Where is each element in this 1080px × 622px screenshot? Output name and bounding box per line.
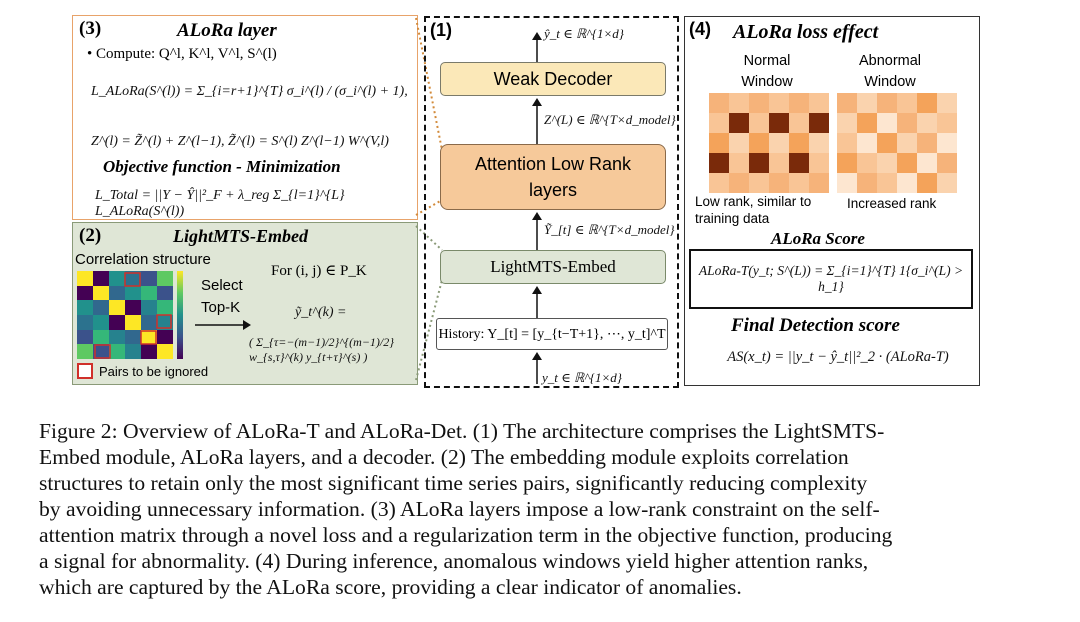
select-label: Select: [201, 277, 243, 294]
weak-decoder-box: Weak Decoder: [440, 62, 666, 96]
attention-low-rank-box: Attention Low Rank layers: [440, 144, 666, 210]
ytilde-label: Ỹ_[t] ∈ ℝ^{T×d_model}: [544, 222, 675, 237]
ignored-legend-label: Pairs to be ignored: [99, 364, 209, 379]
final-score-title: Final Detection score: [731, 315, 900, 336]
embed-eq-lhs: ỹ_t^(k) =: [295, 305, 347, 320]
residual-equation: Z^(l) = Z̃^(l) + Z^(l−1), Z̃^(l) = S^(l)…: [91, 134, 389, 149]
panel-alora-layer: (3) ALoRa layer • Compute: Q^l, K^l, V^l…: [72, 15, 418, 220]
panel3-title: ALoRa layer: [177, 20, 277, 41]
caption-line: which are captured by the ALoRa score, p…: [39, 575, 742, 599]
panel2-number: (2): [79, 225, 102, 246]
ignored-legend-swatch: [77, 363, 93, 379]
total-loss-equation: L_Total = ||Y − Ŷ||²_F + λ_reg Σ_{l=1}^{…: [95, 188, 345, 219]
select-arrow: [195, 320, 251, 330]
panel1-number: (1): [430, 20, 452, 40]
correlation-label: Correlation structure: [75, 251, 211, 268]
input-label: y_t ∈ ℝ^{1×d}: [542, 370, 622, 385]
caption-line: a signal for abnormality. (4) During inf…: [39, 549, 869, 573]
abnormal-window-label: Abnormal Window: [858, 53, 922, 90]
ignored-pair-markers: [94, 272, 172, 359]
embed-eq-rhs: ( Σ_{τ=−(m−1)/2}^{(m−1)/2} w_{s,τ}^(k) y…: [249, 335, 395, 364]
alora-loss-equation: L_ALoRa(S^(l)) = Σ_{i=r+1}^{T} σ_i^(l) /…: [91, 84, 408, 99]
normal-attention-heatmap: [709, 93, 829, 193]
output-label: ŷ_t ∈ ℝ^{1×d}: [544, 26, 624, 41]
figure-caption: Figure 2: Overview of ALoRa-T and ALoRa-…: [39, 418, 1039, 600]
topk-label: Top-K: [201, 299, 241, 316]
caption-line: attention matrix through a novel loss an…: [39, 523, 893, 547]
correlation-heatmap: [77, 271, 173, 359]
panel4-title: ALoRa loss effect: [733, 21, 879, 43]
panel-architecture: (1) ŷ_t ∈ ℝ^{1×d} Weak Decoder Z^(L) ∈ ℝ…: [424, 16, 679, 388]
panel-lightmts-embed: (2) LightMTS-Embed Correlation structure…: [72, 222, 418, 385]
panel3-connectors: [415, 17, 443, 216]
normal-window-label: Normal Window: [741, 53, 793, 90]
caption-line: by avoiding unnecessary information. (3)…: [39, 497, 880, 521]
panel-alora-loss-effect: (4) ALoRa loss effect Normal Window Abno…: [684, 16, 980, 386]
input-arrow: [532, 352, 542, 384]
pair-set-label: For (i, j) ∈ P_K: [271, 263, 367, 279]
abnormal-attention-heatmap: [837, 93, 957, 193]
panel3-number: (3): [79, 18, 102, 39]
caption-line: structures to retain only the most signi…: [39, 471, 868, 495]
z-arrow: [532, 98, 542, 144]
panel4-number: (4): [689, 19, 711, 39]
objective-title: Objective function - Minimization: [103, 157, 341, 176]
compute-bullet: • Compute: Q^l, K^l, V^l, S^(l): [87, 46, 277, 62]
heatmap-colorbar: [177, 271, 183, 359]
alora-score-equation: ALoRa-T(y_t; S^(L)) = Σ_{i=1}^{T} 1{σ_i^…: [689, 249, 973, 309]
ytilde-arrow: [532, 212, 542, 250]
panel2-title: LightMTS-Embed: [173, 226, 309, 246]
z-label: Z^(L) ∈ ℝ^{T×d_model}: [544, 112, 676, 127]
low-rank-caption: Low rank, similar to training data: [695, 194, 812, 226]
output-arrow: [532, 32, 542, 64]
history-box: History: Y_[t] = [y_{t−T+1}, ⋯, y_t]^T: [436, 318, 668, 350]
lightmts-embed-box: LightMTS-Embed: [440, 250, 666, 284]
panel2-connectors: [415, 225, 443, 381]
increased-rank-caption: Increased rank: [847, 196, 937, 211]
caption-line: Figure 2: Overview of ALoRa-T and ALoRa-…: [39, 419, 885, 443]
history-arrow: [532, 286, 542, 320]
alora-score-title: ALoRa Score: [771, 229, 865, 248]
caption-line: Embed module, ALoRa layers, and a decode…: [39, 445, 849, 469]
final-score-equation: AS(x_t) = ||y_t − ŷ_t||²_2 · (ALoRa-T): [727, 349, 949, 365]
